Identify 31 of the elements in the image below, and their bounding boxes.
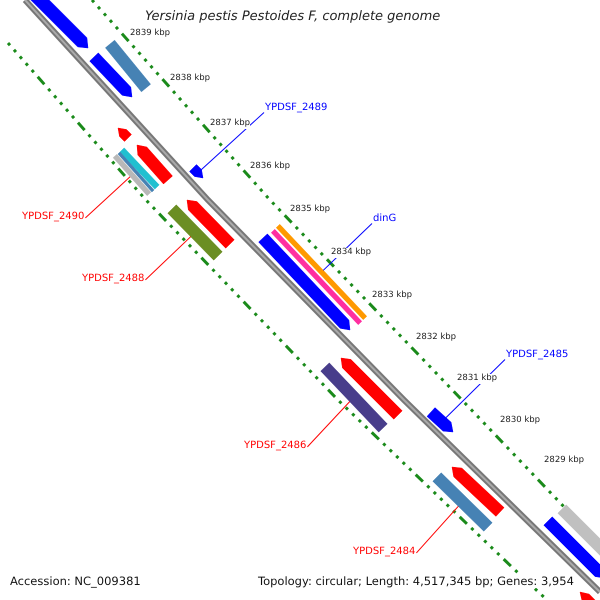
tick-label: 2830 kbp [500,416,540,426]
gene-label: YPDSF_2486 [244,440,306,452]
gene-label: dinG [373,213,396,224]
tick-label: 2839 kbp [130,29,170,39]
tick-label: 2833 kbp [372,291,412,301]
gene-feature [426,407,454,432]
gene-label: YPDSF_2490 [22,211,84,222]
tick-label: 2837 kbp [210,119,250,129]
leader-line [416,506,459,554]
tick-label: 2836 kbp [250,162,290,172]
gene-feature-stack [112,148,160,196]
tick-label: 2835 kbp [290,205,330,215]
leader-line [144,236,192,280]
gene-feature [432,472,492,532]
tick-label: 2832 kbp [416,333,456,343]
tick-label: 2829 kbp [544,456,584,466]
gene-feature [167,204,223,260]
gene-feature [189,164,204,178]
tick-label: 2838 kbp [170,74,210,84]
leader-line [84,176,131,218]
tick-label: 2831 kbp [457,374,498,384]
leader-line [306,401,350,448]
gene-label: YPDSF_2488 [82,273,144,284]
tick-label: 2834 kbp [331,248,372,258]
accession-label: Accession: NC_009381 [10,575,141,588]
gene-feature [320,362,388,432]
leader-line [201,112,264,170]
gene-label: YPDSF_2489 [265,102,328,114]
gene-label: YPDSF_2485 [506,349,568,360]
title: Yersinia pestis Pestoides F, complete genome [145,10,440,25]
gene-label: YPDSF_2484 [353,546,416,558]
